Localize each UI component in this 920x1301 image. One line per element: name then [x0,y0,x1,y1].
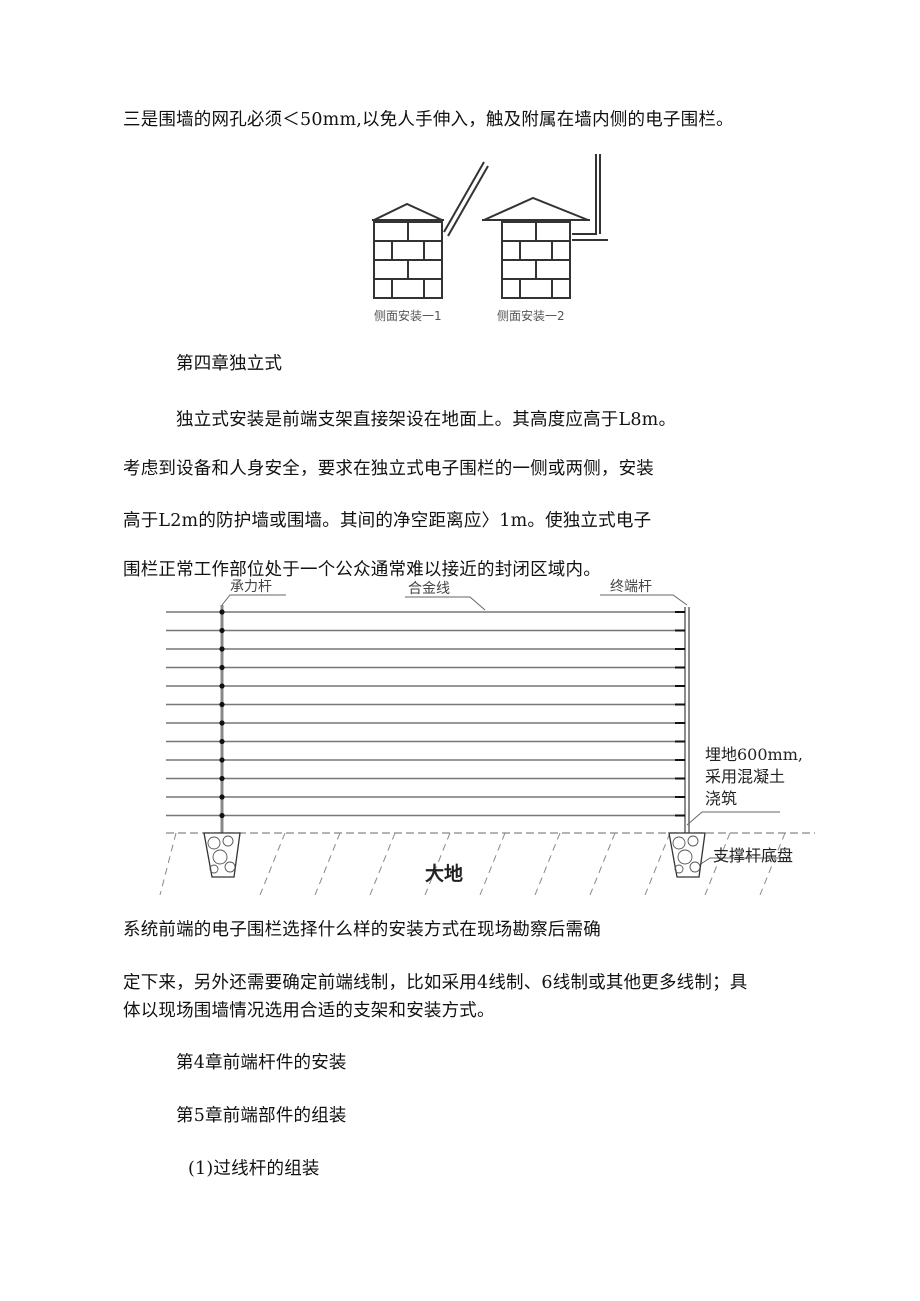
paragraph-freestanding-intro: 独立式安装是前端支架直接架设在地面上。其高度应高于L8m。 [176,410,677,430]
label-pole-base: 支撑杆底盘 [713,846,793,865]
freestanding-fence-diagram: 承力杆 合金线 终端杆 埋地600mm, 采用混凝土 浇筑 支撑杆底盘 大地 [159,579,815,895]
label-load-pole: 承力杆 [230,579,272,595]
caption-side-install-1: 侧面安装一1 [374,308,442,323]
paragraph-install-method-3: 体以现场围墙情况选用合适的支架和安装方式。 [123,1001,495,1021]
chapter-heading-freestanding: 第四章独立式 [176,354,283,374]
label-concrete: 采用混凝土 [705,767,785,786]
paragraph-safety-1: 考虑到设备和人身安全，要求在独立式电子围栏的一侧或两侧，安装 [123,459,654,479]
label-end-pole: 终端杆 [610,579,652,595]
label-alloy-wire: 合金线 [408,581,450,597]
caption-side-install-2: 侧面安装一2 [497,308,565,323]
label-poured: 浇筑 [705,789,737,808]
paragraph-safety-3: 围栏正常工作部位处于一个公众通常难以接近的封闭区域内。 [123,560,601,580]
wall-installation-figure: 侧面安装一1 侧面安装一2 [372,154,608,323]
label-ground: 大地 [425,862,463,885]
paragraph-safety-2: 高于L2m的防护墙或围墙。其间的净空距离应〉1m。使独立式电子 [123,511,652,531]
paragraph-install-method-2: 定下来，另外还需要确定前端线制，比如采用4线制、6线制或其他更多线制；具 [123,973,748,993]
section-heading-1: (1)过线杆的组装 [188,1159,320,1179]
label-buried-depth: 埋地600mm, [705,745,803,764]
paragraph-mesh-requirement: 三是围墙的网孔必须＜50mm,以免人手伸入，触及附属在墙内侧的电子围栏。 [123,110,734,130]
paragraph-install-method-1: 系统前端的电子围栏选择什么样的安装方式在现场勘察后需确 [123,920,601,940]
chapter-heading-4: 第4章前端杆件的安装 [176,1053,347,1073]
chapter-heading-5: 第5章前端部件的组装 [176,1106,347,1126]
